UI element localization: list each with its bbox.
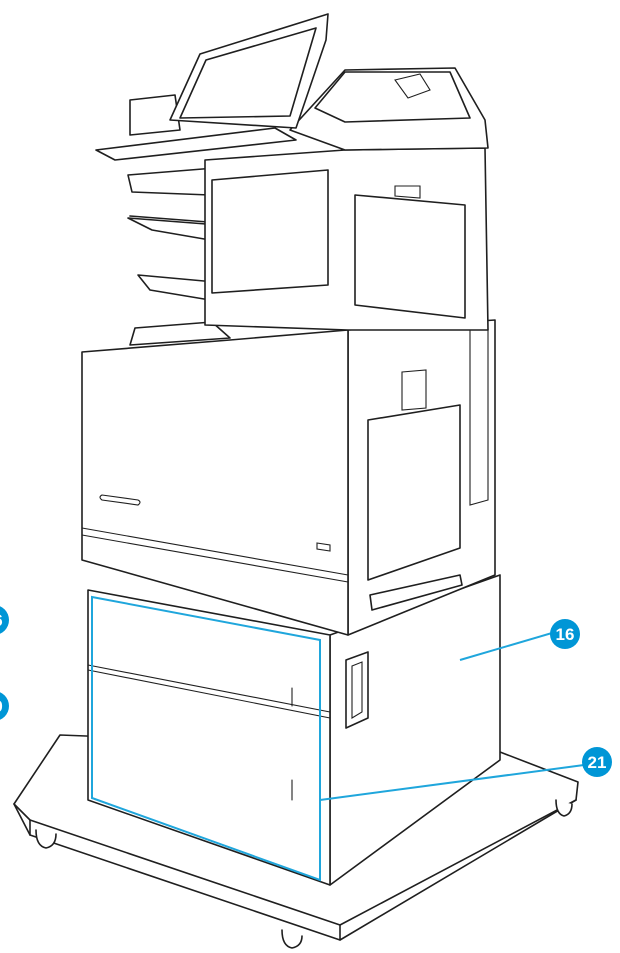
callout-partial-bottom: 9 <box>0 692 9 720</box>
callout-21-label: 21 <box>588 753 607 772</box>
callout-16: 16 <box>550 619 580 649</box>
callout-partial-top: 6 <box>0 606 9 634</box>
callout-partial-bottom-label: 9 <box>0 697 3 716</box>
callout-16-leader <box>459 632 553 661</box>
control-panel <box>95 13 329 161</box>
callout-21-leader <box>319 764 585 801</box>
scanner-unit <box>129 67 489 331</box>
callout-partial-top-label: 6 <box>0 611 3 630</box>
tray-highlight <box>91 595 321 882</box>
lower-cabinet <box>87 574 501 886</box>
printer-body <box>81 319 496 636</box>
callout-21: 21 <box>582 747 612 777</box>
callout-16-label: 16 <box>556 625 575 644</box>
